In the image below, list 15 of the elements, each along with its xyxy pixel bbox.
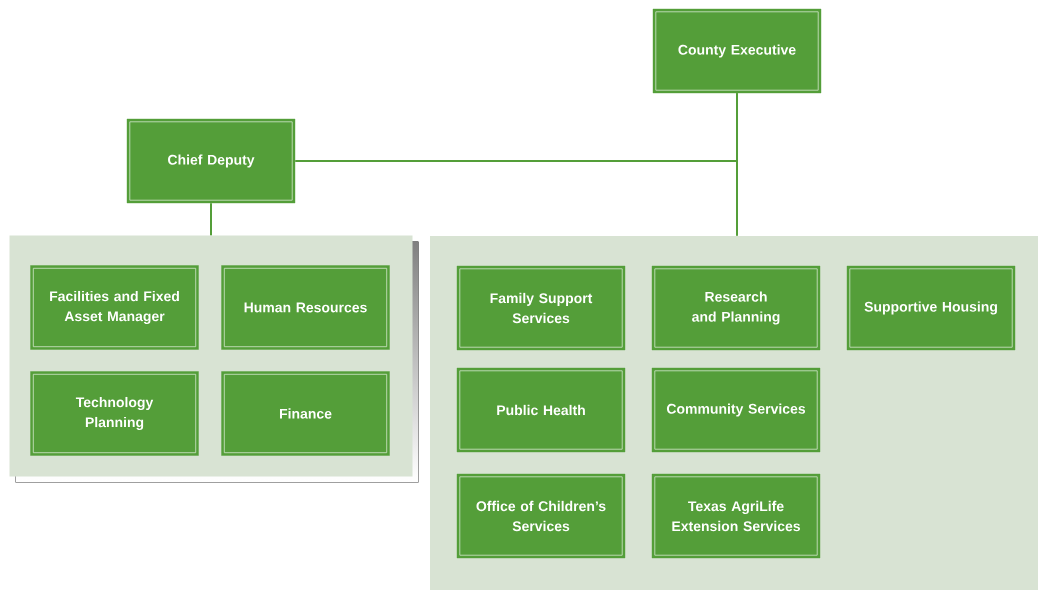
department-box: Family Support Services: [456, 265, 626, 351]
department-box: Supportive Housing: [846, 265, 1016, 351]
department-box: Office of Children’s Services: [456, 473, 626, 559]
department-box: Human Resources: [221, 265, 390, 350]
connector-line: [294, 92, 738, 162]
department-box: Facilities and Fixed Asset Manager: [30, 265, 199, 350]
department-box: County Executive: [652, 8, 822, 94]
department-box: Research and Planning: [651, 265, 821, 351]
department-box: Finance: [221, 371, 390, 456]
department-box: Texas AgriLife Extension Services: [651, 473, 821, 559]
department-box: Technology Planning: [30, 371, 199, 456]
department-box: Chief Deputy: [126, 118, 296, 204]
connector-line: [210, 202, 212, 237]
department-box: Public Health: [456, 367, 626, 453]
department-box: Community Services: [651, 367, 821, 453]
